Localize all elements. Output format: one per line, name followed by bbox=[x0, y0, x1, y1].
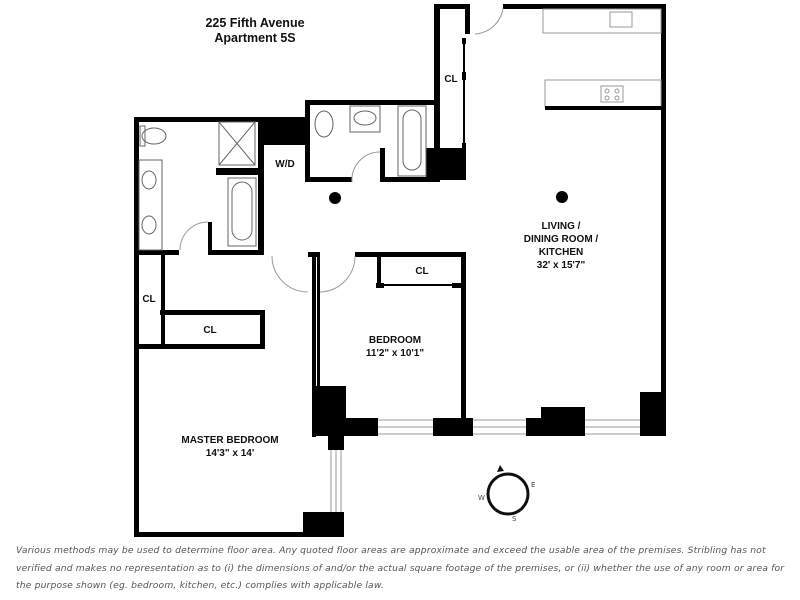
room-label-master-bedroom: MASTER BEDROOM 14'3" x 14' bbox=[170, 434, 290, 460]
address: 225 Fifth Avenue bbox=[205, 16, 305, 30]
disclaimer-text: Various methods may be used to determine… bbox=[16, 545, 785, 591]
compass-w: W bbox=[478, 494, 485, 502]
unit-number: Apartment 5S bbox=[214, 31, 296, 45]
walls bbox=[134, 4, 666, 537]
living-name-3: KITCHEN bbox=[538, 247, 584, 258]
closet-label-master-walk: CL bbox=[203, 325, 217, 336]
doors bbox=[179, 7, 504, 293]
compass-icon bbox=[486, 465, 530, 516]
living-name-2: DINING ROOM / bbox=[523, 234, 599, 245]
room-label-laundry: W/D bbox=[275, 159, 295, 170]
ceiling-light-living bbox=[556, 191, 568, 203]
room-label-living: LIVING / DINING ROOM / KITCHEN 32' x 15'… bbox=[506, 220, 616, 272]
closet-label-entry: CL bbox=[444, 74, 458, 85]
master-bedroom-dimensions: 14'3" x 14' bbox=[205, 448, 255, 459]
plan-title: 225 Fifth Avenue Apartment 5S bbox=[180, 16, 330, 46]
living-name-1: LIVING / bbox=[541, 221, 581, 232]
bedroom-dimensions: 11'2" x 10'1" bbox=[365, 348, 425, 359]
room-label-bedroom: BEDROOM 11'2" x 10'1" bbox=[345, 334, 445, 360]
bedroom-name: BEDROOM bbox=[368, 335, 422, 346]
windows bbox=[330, 419, 640, 512]
closet-label-bedroom: CL bbox=[415, 266, 429, 277]
master-bedroom-name: MASTER BEDROOM bbox=[181, 435, 279, 446]
compass-e: E bbox=[531, 481, 536, 489]
compass-s: S bbox=[512, 515, 517, 523]
bath-fixtures bbox=[138, 105, 427, 251]
living-dimensions: 32' x 15'7" bbox=[536, 260, 586, 271]
closet-label-master-left: CL bbox=[142, 294, 156, 305]
ceiling-light-hall bbox=[329, 192, 341, 204]
kitchen-counters bbox=[542, 8, 662, 108]
